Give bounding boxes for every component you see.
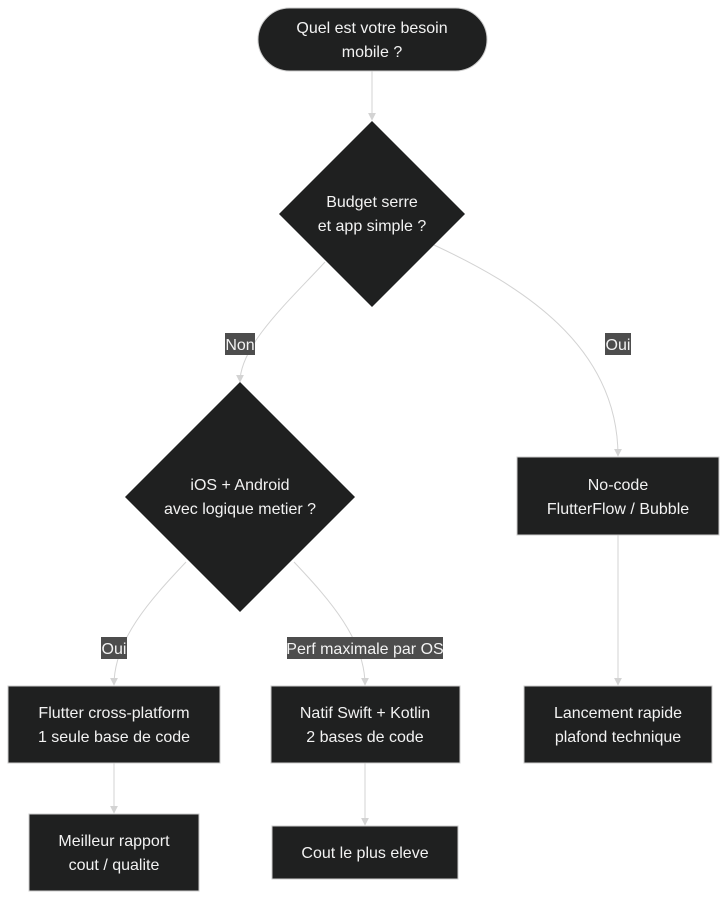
- node-flutter: Flutter cross-platform 1 seule base de c…: [7, 685, 221, 764]
- node-budget-line-1: Budget serre: [326, 194, 418, 211]
- edge-label-platform-oui: Oui: [101, 637, 127, 659]
- node-budget-line-2: et app simple ?: [318, 218, 427, 235]
- node-platform-line-2: avec logique metier ?: [164, 501, 316, 518]
- node-native-line-1: Natif Swift + Kotlin: [300, 705, 430, 722]
- edge-platform-to-native: [293, 561, 369, 686]
- node-nocode-line-1: No-code: [588, 477, 649, 494]
- node-native-line-2: 2 bases de code: [306, 729, 424, 746]
- node-native: Natif Swift + Kotlin 2 bases de code: [270, 685, 461, 764]
- edge-label-text: Perf maximale par OS: [286, 641, 443, 658]
- node-best-line-2: cout / qualite: [69, 857, 160, 874]
- node-cost-line-1: Cout le plus eleve: [301, 845, 428, 862]
- node-start-line-1: Quel est votre besoin: [296, 20, 447, 37]
- edge-budget-to-nocode: [433, 244, 622, 457]
- node-platform-decision: iOS + Android avec logique metier ?: [125, 382, 355, 612]
- edge-label-budget-oui: Oui: [605, 333, 631, 355]
- node-flutter-line-1: Flutter cross-platform: [38, 705, 189, 722]
- node-flutter-line-2: 1 seule base de code: [38, 729, 190, 746]
- node-cost: Cout le plus eleve: [271, 825, 459, 880]
- edge-label-text: Oui: [102, 641, 127, 658]
- node-start-line-2: mobile ?: [342, 44, 403, 61]
- edge-budget-to-platform: [236, 261, 326, 383]
- edges: [110, 71, 622, 826]
- edge-platform-to-flutter: [110, 561, 187, 686]
- node-start: Quel est votre besoin mobile ?: [257, 7, 488, 72]
- edge-label-platform-perf: Perf maximale par OS: [286, 637, 444, 659]
- node-platform-line-1: iOS + Android: [190, 477, 289, 494]
- node-best-line-1: Meilleur rapport: [58, 833, 170, 850]
- node-best: Meilleur rapport cout / qualite: [28, 813, 200, 892]
- node-launch: Lancement rapide plafond technique: [523, 685, 713, 764]
- node-nocode-line-2: FlutterFlow / Bubble: [547, 501, 689, 518]
- node-launch-line-1: Lancement rapide: [554, 705, 682, 722]
- node-budget-decision: Budget serre et app simple ?: [279, 121, 465, 307]
- edge-label-text: Oui: [606, 337, 631, 354]
- edge-label-budget-non: Non: [225, 333, 255, 355]
- node-nocode: No-code FlutterFlow / Bubble: [516, 456, 720, 536]
- node-launch-line-2: plafond technique: [555, 729, 681, 746]
- edge-label-text: Non: [225, 337, 254, 354]
